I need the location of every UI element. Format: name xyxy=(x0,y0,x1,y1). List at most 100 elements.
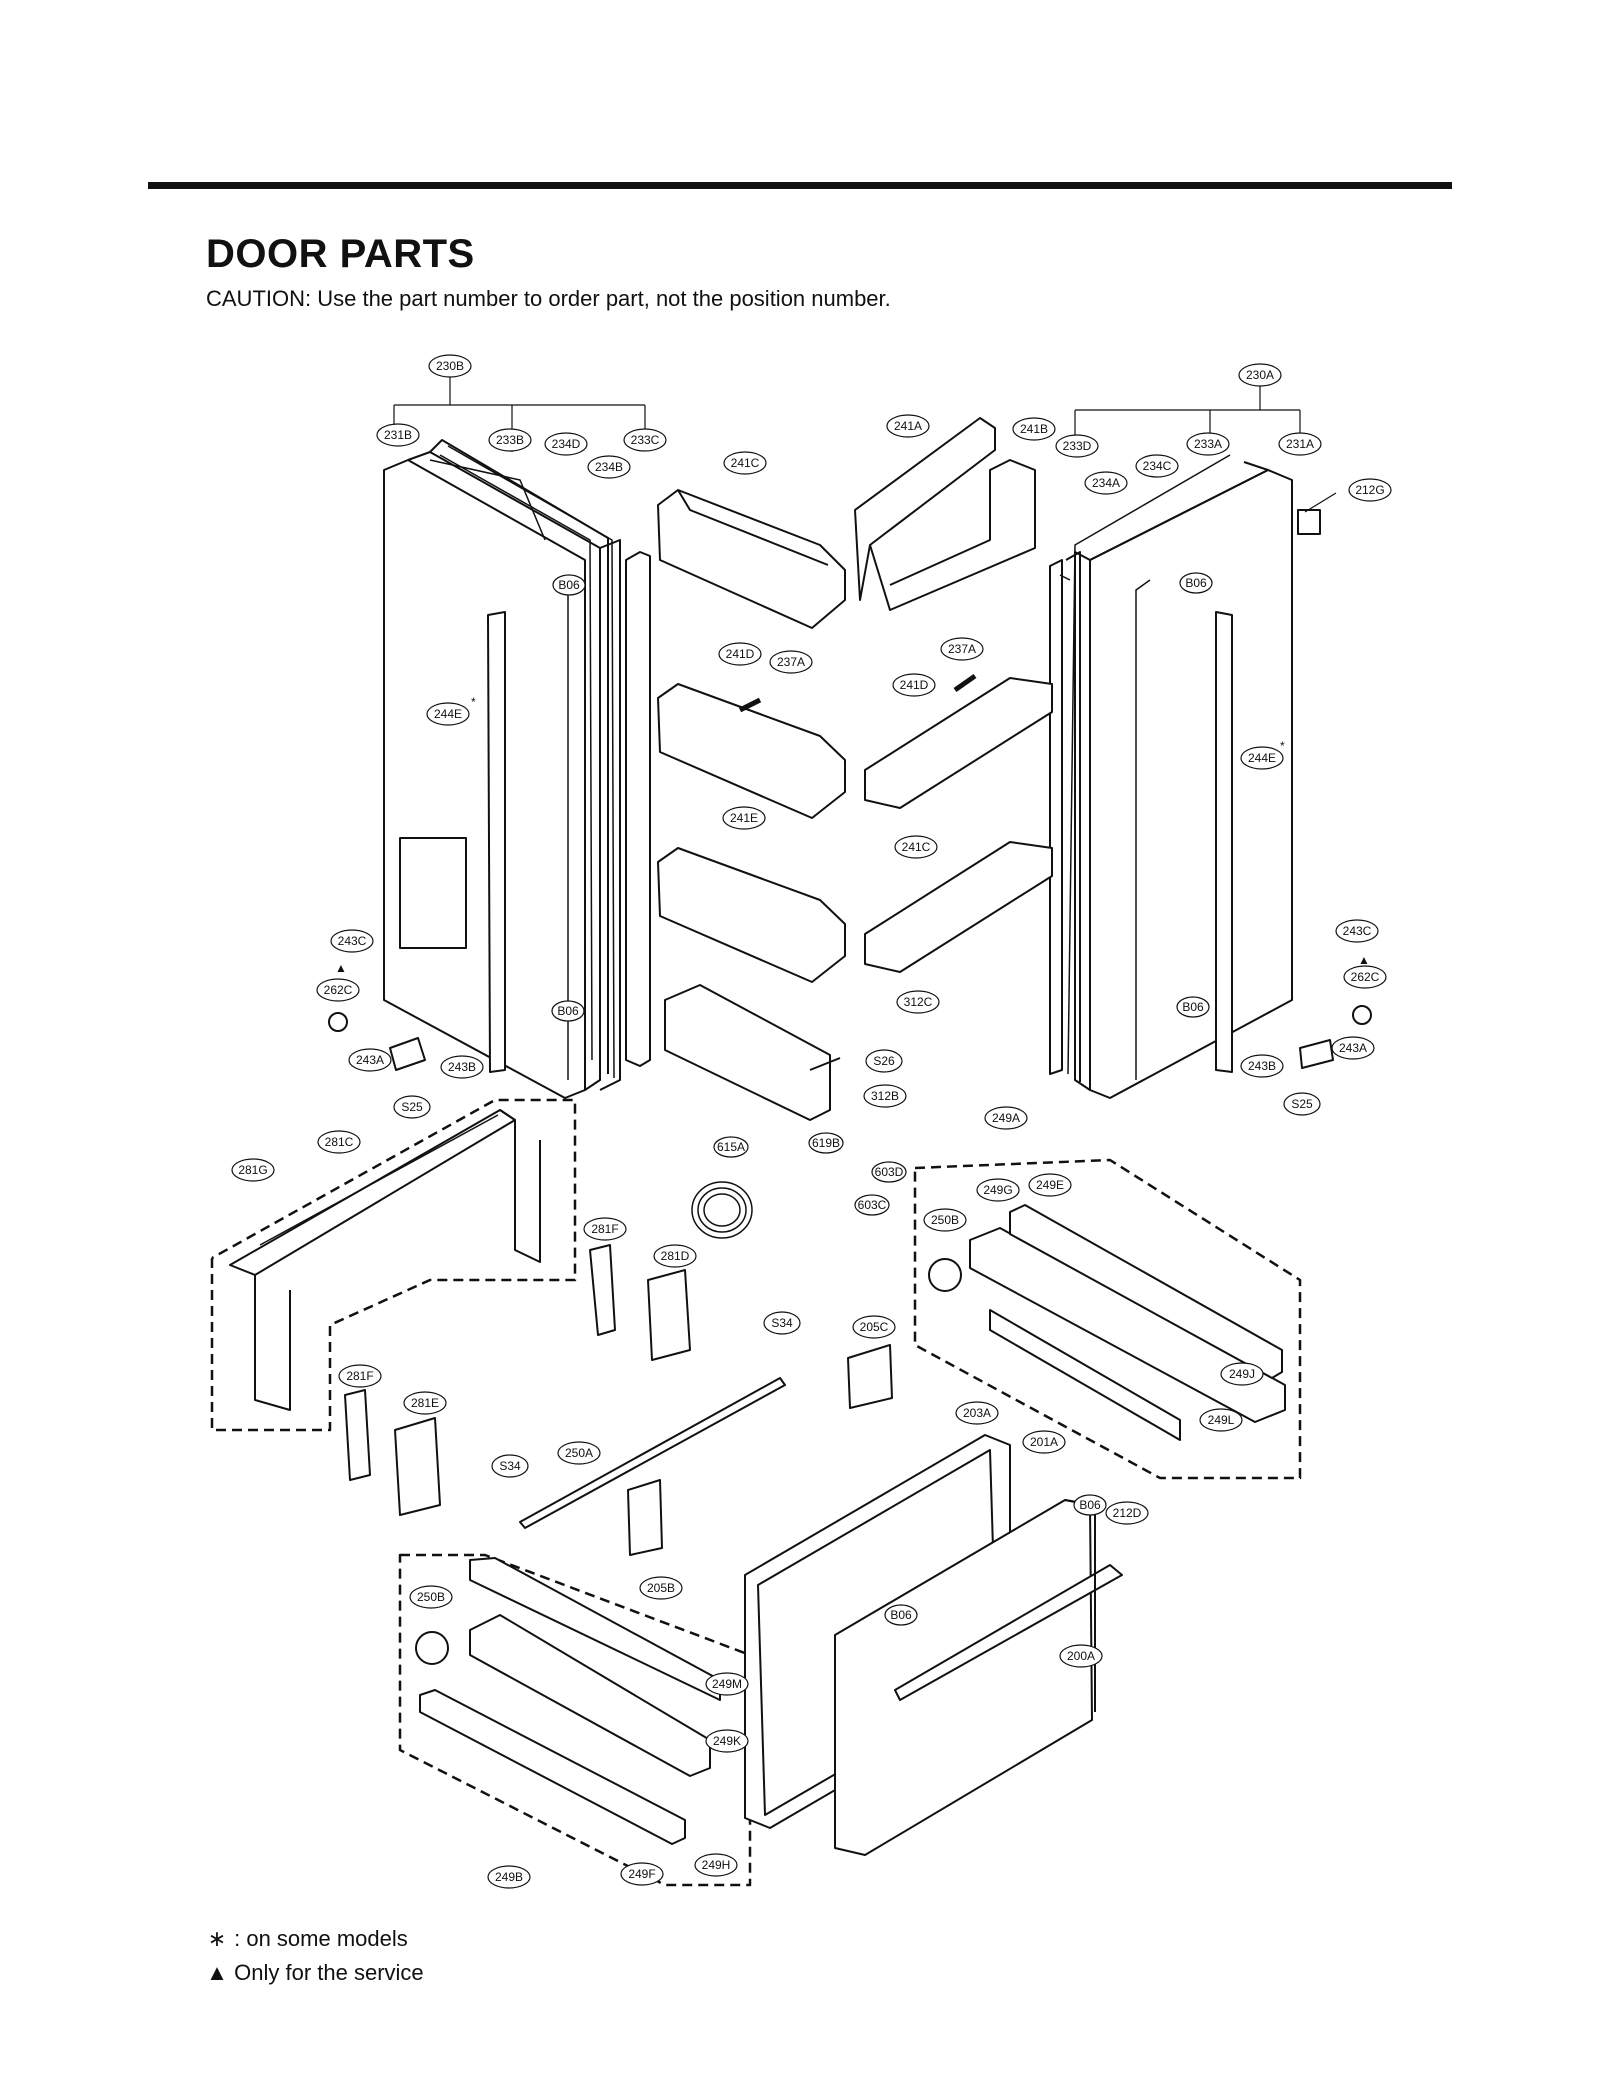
svg-text:250A: 250A xyxy=(565,1446,593,1460)
svg-text:262C: 262C xyxy=(324,983,353,997)
callout-243B-a: 243B xyxy=(440,1055,484,1079)
legend-text-service-only: Only for the service xyxy=(234,1960,424,1985)
triangle-icon: ▲ xyxy=(206,1960,228,1985)
callout-249K: 249K xyxy=(705,1729,749,1753)
callout-243C-b: 243C xyxy=(1335,919,1379,943)
svg-text:234A: 234A xyxy=(1092,476,1120,490)
callout-233A: 233A xyxy=(1186,432,1230,456)
svg-text:S34: S34 xyxy=(771,1316,793,1330)
callout-234D: 234D xyxy=(544,432,588,456)
callout-603D: 603D xyxy=(871,1161,907,1183)
callout-B06-c: B06 xyxy=(551,1000,585,1022)
svg-text:B06: B06 xyxy=(557,1004,579,1018)
callout-234B: 234B xyxy=(587,455,631,479)
svg-text:230A: 230A xyxy=(1246,368,1274,382)
callout-249F: 249F xyxy=(620,1862,664,1886)
callout-249L: 249L xyxy=(1199,1408,1243,1432)
svg-text:249G: 249G xyxy=(983,1183,1012,1197)
svg-text:234C: 234C xyxy=(1143,459,1172,473)
callout-237A-a: 237A xyxy=(769,650,813,674)
asterisk-icon: ∗ xyxy=(207,1926,227,1951)
svg-text:▲: ▲ xyxy=(1358,953,1370,967)
callout-250B-a: 250B xyxy=(923,1208,967,1232)
callout-237A-b: 237A xyxy=(940,637,984,661)
svg-text:203A: 203A xyxy=(963,1406,991,1420)
callout-241A: 241A xyxy=(886,414,930,438)
svg-text:243A: 243A xyxy=(1339,1041,1367,1055)
left-hinge-bracket xyxy=(229,1109,541,1411)
callout-243B-b: 243B xyxy=(1240,1054,1284,1078)
svg-text:S25: S25 xyxy=(1291,1097,1313,1111)
svg-text:S26: S26 xyxy=(873,1054,895,1068)
callout-281G: 281G xyxy=(231,1158,275,1182)
leader-lines xyxy=(393,375,1337,513)
callout-244E-a: 244E* xyxy=(426,695,476,726)
callout-241D-b: 241D xyxy=(892,673,936,697)
svg-text:249L: 249L xyxy=(1208,1413,1235,1427)
callout-241D-a: 241D xyxy=(718,642,762,666)
svg-text:200A: 200A xyxy=(1067,1649,1095,1663)
svg-text:205B: 205B xyxy=(647,1581,675,1595)
callout-262C-b: ▲ 262C xyxy=(1343,953,1387,989)
svg-text:241C: 241C xyxy=(731,456,760,470)
callout-203A: 203A xyxy=(955,1401,999,1425)
svg-text:249B: 249B xyxy=(495,1870,523,1884)
callout-230B: 230B xyxy=(428,354,472,378)
callout-281C: 281C xyxy=(317,1130,361,1154)
svg-text:250B: 250B xyxy=(931,1213,959,1227)
svg-text:249H: 249H xyxy=(702,1858,731,1872)
bottom-drawer-rail xyxy=(419,1557,721,1845)
svg-text:237A: 237A xyxy=(777,655,805,669)
svg-text:241D: 241D xyxy=(726,647,755,661)
callout-249J: 249J xyxy=(1220,1362,1264,1386)
callout-249M: 249M xyxy=(705,1672,749,1696)
callout-241C-b: 241C xyxy=(894,835,938,859)
svg-text:312B: 312B xyxy=(871,1089,899,1103)
svg-text:B06: B06 xyxy=(1182,1000,1204,1014)
svg-text:205C: 205C xyxy=(860,1320,889,1334)
callout-281F-a: 281F xyxy=(583,1217,627,1241)
svg-text:241E: 241E xyxy=(730,811,758,825)
callout-230A: 230A xyxy=(1238,363,1282,387)
callout-labels: 230B 230A 231B 233B 234D 233C 234B 241A … xyxy=(231,354,1392,1889)
svg-text:B06: B06 xyxy=(1079,1498,1101,1512)
svg-text:S25: S25 xyxy=(401,1100,423,1114)
callout-281F-b: 281F xyxy=(338,1364,382,1388)
svg-text:▲: ▲ xyxy=(335,961,347,975)
svg-text:281F: 281F xyxy=(346,1369,373,1383)
callout-244E-b: 244E * xyxy=(1240,739,1285,770)
callout-615A: 615A xyxy=(713,1136,749,1158)
svg-text:241B: 241B xyxy=(1020,422,1048,436)
svg-text:237A: 237A xyxy=(948,642,976,656)
svg-text:619B: 619B xyxy=(812,1136,840,1150)
svg-text:615A: 615A xyxy=(717,1140,745,1154)
left-hinge-assembly-outline xyxy=(210,1098,577,1432)
svg-text:281C: 281C xyxy=(325,1135,354,1149)
svg-text:249E: 249E xyxy=(1036,1178,1064,1192)
svg-text:233A: 233A xyxy=(1194,437,1222,451)
svg-text:*: * xyxy=(1280,739,1285,753)
callout-312B: 312B xyxy=(863,1084,907,1108)
svg-text:603D: 603D xyxy=(875,1165,904,1179)
svg-text:312C: 312C xyxy=(904,995,933,1009)
callout-205B: 205B xyxy=(639,1576,683,1600)
svg-text:233D: 233D xyxy=(1063,439,1092,453)
callout-233C: 233C xyxy=(623,428,667,452)
callout-B06-e: B06 xyxy=(1073,1494,1107,1516)
callout-262C-a: ▲ 262C xyxy=(316,961,360,1002)
callout-S25-b: S25 xyxy=(1283,1092,1321,1116)
svg-text:249F: 249F xyxy=(628,1867,655,1881)
callout-249B: 249B xyxy=(487,1865,531,1889)
svg-text:243C: 243C xyxy=(1343,924,1372,938)
callout-241E: 241E xyxy=(722,806,766,830)
callout-200A: 200A xyxy=(1059,1644,1103,1668)
callout-212G: 212G xyxy=(1348,478,1392,502)
callout-B06-d: B06 xyxy=(1176,996,1210,1018)
svg-text:262C: 262C xyxy=(1351,970,1380,984)
svg-text:281F: 281F xyxy=(591,1222,618,1236)
right-drawer-rail xyxy=(969,1204,1286,1441)
callout-233B: 233B xyxy=(488,428,532,452)
svg-text:244E: 244E xyxy=(1248,751,1276,765)
svg-text:243B: 243B xyxy=(1248,1059,1276,1073)
callout-241B: 241B xyxy=(1012,417,1056,441)
